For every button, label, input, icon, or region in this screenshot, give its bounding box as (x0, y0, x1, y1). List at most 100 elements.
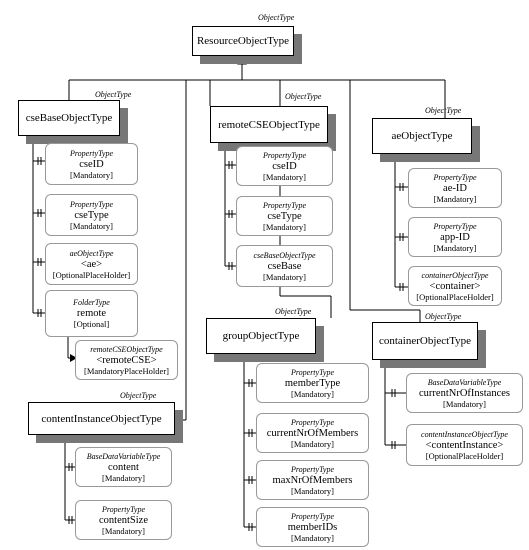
prop-name: contentSize (99, 514, 148, 526)
ae-prop-ae-ID[interactable]: PropertyType ae-ID [Mandatory] (408, 168, 502, 208)
prop-type: FolderType (73, 298, 110, 307)
root-type-label: ObjectType (258, 13, 295, 22)
prop-rule: [Mandatory] (70, 169, 113, 180)
group-prop-memberIDs[interactable]: PropertyType memberIDs [Mandatory] (256, 507, 369, 547)
ae-object-type-name: aeObjectType (391, 130, 453, 142)
prop-type: PropertyType (433, 221, 477, 231)
organizes-arrow-icon (70, 354, 77, 362)
ae-prop-app-ID[interactable]: PropertyType app-ID [Mandatory] (408, 217, 502, 257)
container-type-label: ObjectType (425, 312, 462, 321)
prop-name: cseID (272, 160, 297, 172)
prop-name: cseID (79, 158, 104, 170)
prop-name: <container> (429, 280, 481, 292)
prop-rule: [Mandatory] (263, 171, 306, 182)
contentInstance-prop-contentSize[interactable]: PropertyType contentSize [Mandatory] (75, 500, 172, 540)
remote-folder-remoteCSE[interactable]: remoteCSEObjectType <remoteCSE> [Mandato… (75, 340, 178, 380)
cseBase-object-type-name: cseBaseObjectType (25, 112, 113, 124)
resource-object-type-name: ResourceObjectType (196, 35, 290, 47)
container-object-type-box[interactable]: containerObjectType (372, 322, 478, 360)
prop-name: remote (76, 308, 107, 319)
remoteCSE-prop-cseBase[interactable]: cseBaseObjectType cseBase [Mandatory] (236, 245, 333, 287)
prop-rule: [OptionalPlaceHolder] (52, 269, 131, 280)
prop-type: remoteCSEObjectType (90, 344, 163, 354)
group-type-label: ObjectType (275, 307, 312, 316)
prop-name: app-ID (440, 231, 470, 243)
prop-rule: [Mandatory] (291, 532, 334, 543)
cseBase-folder-remote[interactable]: FolderType remote [Optional] (45, 290, 138, 337)
cseBase-object-type-box[interactable]: cseBaseObjectType (18, 100, 120, 136)
prop-rule: [Mandatory] (70, 220, 113, 231)
contentInstance-prop-content[interactable]: BaseDataVariableType content [Mandatory] (75, 447, 172, 487)
prop-name: <remoteCSE> (96, 354, 157, 366)
prop-name: currentNrOfMembers (266, 427, 359, 439)
remoteCSE-type-label: ObjectType (285, 92, 322, 101)
container-prop-currentNrOfInstances[interactable]: BaseDataVariableType currentNrOfInstance… (406, 373, 523, 413)
prop-type: PropertyType (69, 199, 114, 209)
container-object-type-name: containerObjectType (378, 335, 472, 347)
prop-type: cseBaseObjectType (253, 250, 316, 260)
prop-type: PropertyType (69, 148, 114, 158)
prop-rule: [Mandatory] (291, 388, 334, 399)
prop-name: <contentInstance> (425, 439, 504, 451)
prop-rule: [Mandatory] (443, 398, 486, 409)
cseBase-type-label: ObjectType (95, 90, 132, 99)
container-prop-contentInstance[interactable]: contentInstanceObjectType <contentInstan… (406, 424, 523, 466)
remoteCSE-object-type-name: remoteCSEObjectType (218, 118, 320, 131)
prop-name: cseBase (267, 260, 302, 272)
prop-rule: [Mandatory] (102, 472, 145, 483)
prop-name: memberType (284, 377, 341, 389)
group-object-type-box[interactable]: groupObjectType (206, 318, 316, 354)
group-prop-memberType[interactable]: PropertyType memberType [Mandatory] (256, 363, 369, 403)
prop-rule: [Mandatory] (102, 525, 145, 536)
prop-rule: [Optional] (73, 319, 110, 329)
ae-prop-container[interactable]: containerObjectType <container> [Optiona… (408, 266, 502, 306)
prop-type: BaseDataVariableType (427, 377, 502, 387)
prop-name: memberIDs (287, 521, 338, 533)
prop-type: PropertyType (290, 367, 335, 377)
prop-type: PropertyType (290, 464, 335, 474)
prop-type: PropertyType (262, 200, 307, 210)
prop-type: PropertyType (433, 172, 477, 182)
remoteCSE-prop-cseID[interactable]: PropertyType cseID [Mandatory] (236, 146, 333, 186)
prop-rule: [Mandatory] (263, 221, 306, 232)
remoteCSE-prop-cseType[interactable]: PropertyType cseType [Mandatory] (236, 196, 333, 236)
ae-object-type-box[interactable]: aeObjectType (372, 118, 472, 154)
group-prop-maxNrOfMembers[interactable]: PropertyType maxNrOfMembers [Mandatory] (256, 460, 369, 500)
prop-rule: [Mandatory] (291, 438, 334, 449)
prop-type: PropertyType (290, 417, 335, 427)
prop-rule: [OptionalPlaceHolder] (425, 450, 504, 461)
prop-rule: [Mandatory] (433, 193, 477, 204)
prop-rule: [Mandatory] (291, 485, 334, 496)
prop-type: BaseDataVariableType (86, 451, 161, 461)
contentInstance-object-type-name: contentInstanceObjectType (41, 412, 162, 425)
prop-type: contentInstanceObjectType (421, 429, 508, 439)
prop-rule: [OptionalPlaceHolder] (416, 291, 494, 302)
prop-name: cseType (74, 209, 109, 221)
group-prop-currentNrOfMembers[interactable]: PropertyType currentNrOfMembers [Mandato… (256, 413, 369, 453)
group-object-type-name: groupObjectType (222, 330, 300, 342)
prop-type: PropertyType (262, 150, 307, 160)
prop-rule: [MandatoryPlaceHolder] (84, 365, 169, 376)
resource-object-type-box[interactable]: ResourceObjectType (192, 26, 294, 56)
prop-name: currentNrOfInstances (419, 387, 510, 399)
cseBase-prop-ae[interactable]: aeObjectType <ae> [OptionalPlaceHolder] (45, 243, 138, 285)
prop-type: PropertyType (101, 504, 146, 514)
cseBase-prop-cseType[interactable]: PropertyType cseType [Mandatory] (45, 194, 138, 236)
contentInstance-type-label: ObjectType (120, 391, 157, 400)
prop-rule: [Mandatory] (433, 242, 477, 253)
remoteCSE-object-type-box[interactable]: remoteCSEObjectType (210, 106, 328, 143)
ae-type-label: ObjectType (425, 106, 462, 115)
prop-type: aeObjectType (69, 248, 114, 258)
prop-name: maxNrOfMembers (272, 474, 353, 486)
prop-name: content (108, 461, 139, 473)
prop-name: ae-ID (443, 182, 467, 194)
prop-rule: [Mandatory] (263, 271, 306, 282)
contentInstance-object-type-box[interactable]: contentInstanceObjectType (28, 402, 175, 435)
prop-type: PropertyType (290, 511, 335, 521)
prop-type: containerObjectType (421, 270, 489, 280)
prop-name: cseType (267, 210, 302, 222)
cseBase-prop-cseID[interactable]: PropertyType cseID [Mandatory] (45, 143, 138, 185)
inheritance-arrow-icon (237, 55, 247, 65)
prop-name: <ae> (80, 258, 103, 270)
